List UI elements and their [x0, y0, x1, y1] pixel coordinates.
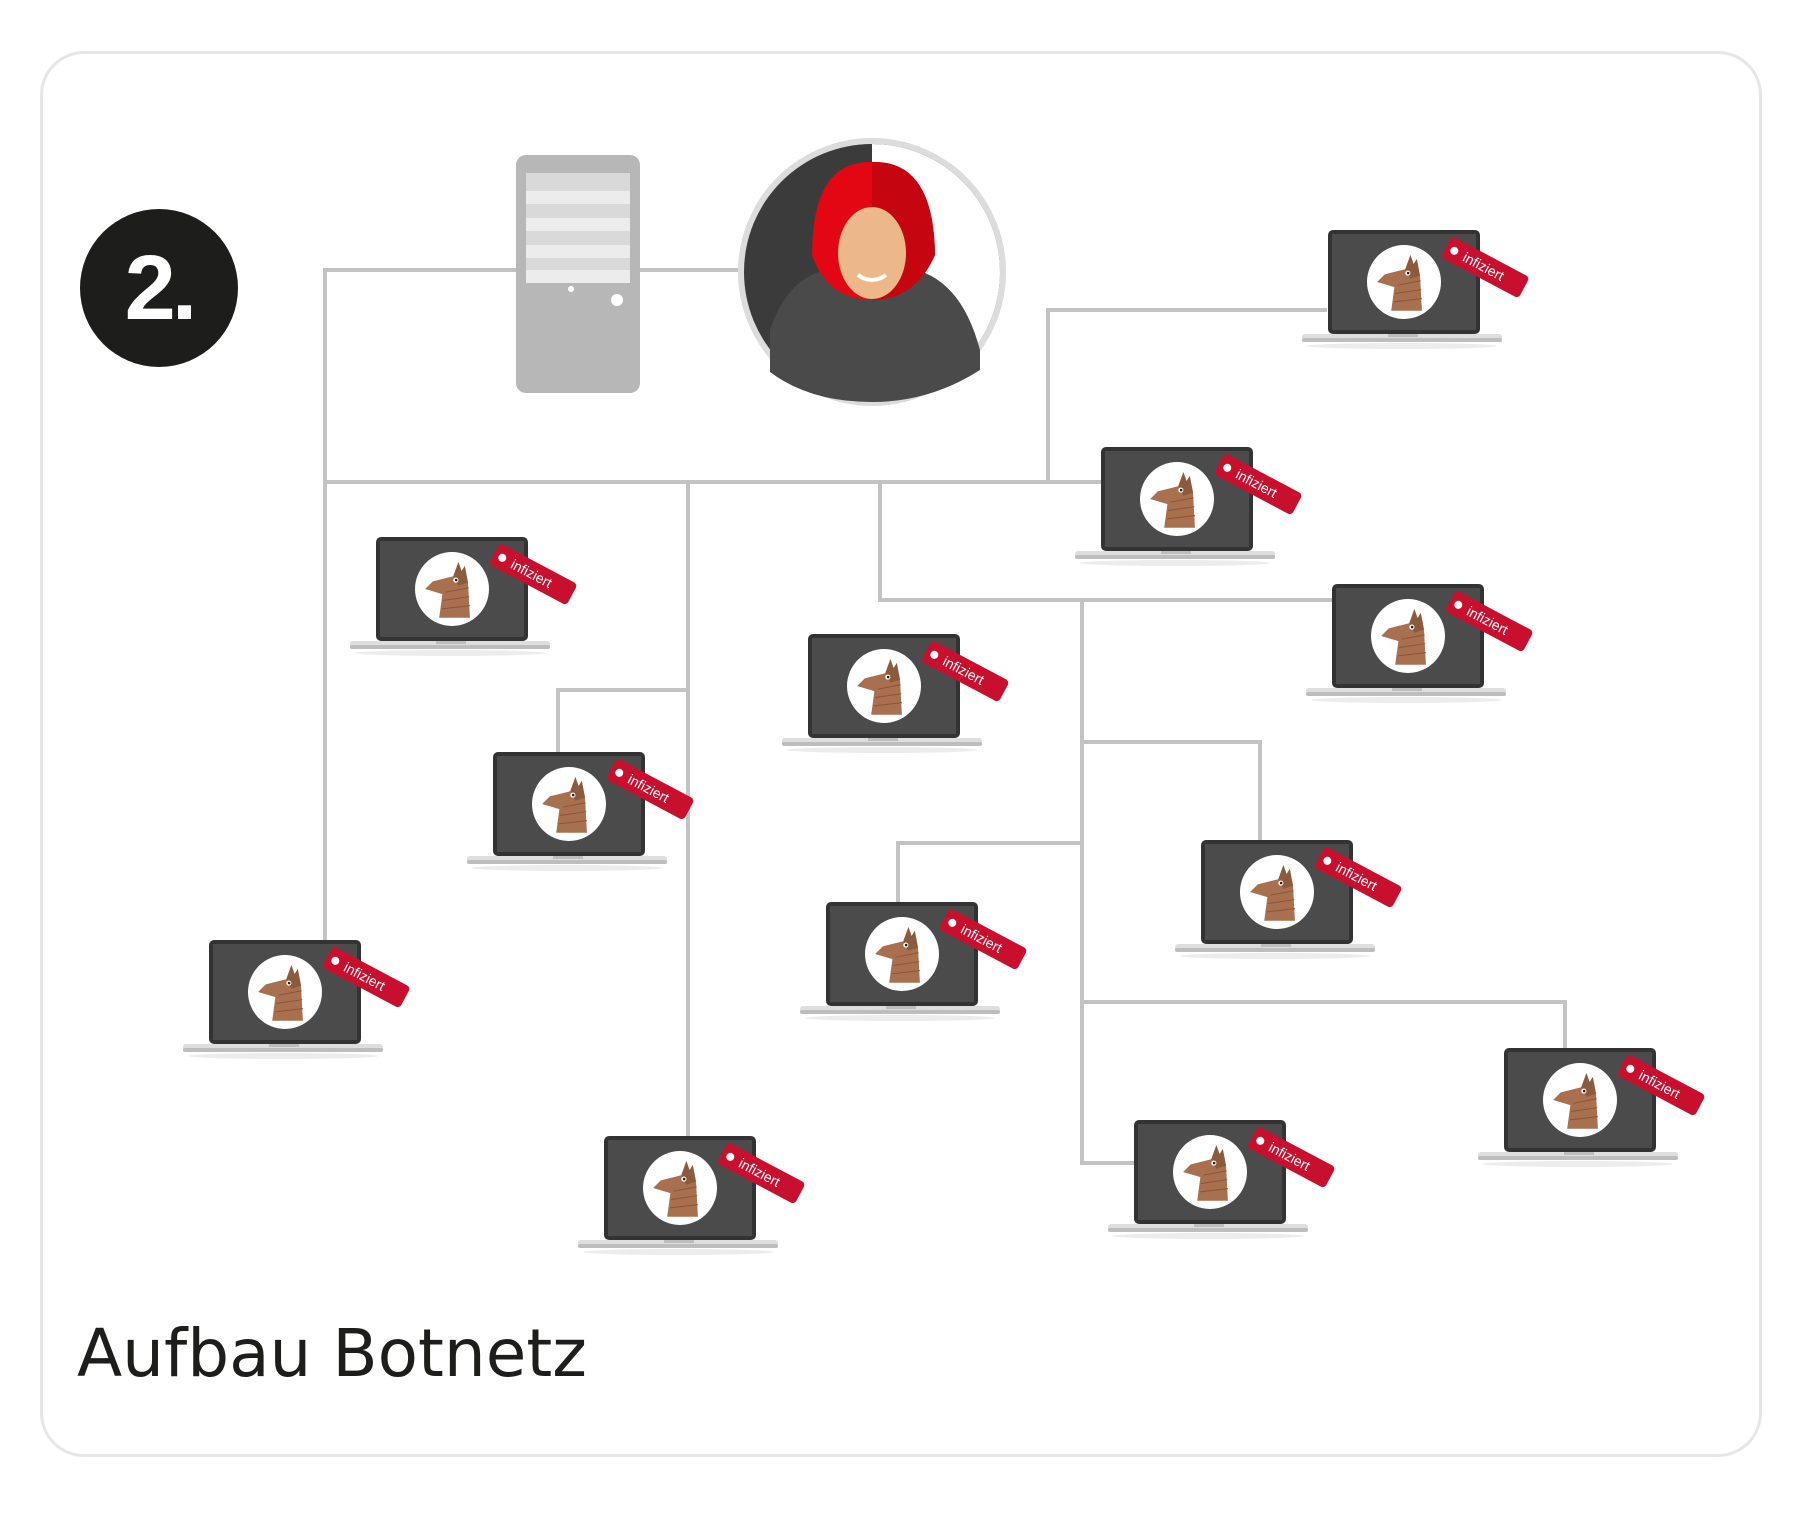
server-tower-icon [516, 155, 640, 393]
infected-tag: infiziert [1248, 1127, 1335, 1188]
infected-laptop: infiziert [578, 1136, 805, 1255]
infected-laptop: infiziert [1075, 447, 1302, 566]
infected-laptop: infiziert [800, 902, 1027, 1021]
network-connections [323, 268, 1567, 1165]
infected-tag: infiziert [1215, 454, 1302, 515]
infected-laptop: infiziert [1478, 1048, 1705, 1167]
infected-laptop: infiziert [1108, 1120, 1335, 1239]
bot-network: infiziert infiziert infiziert infiziert infi… [183, 230, 1705, 1255]
diagram-caption: Aufbau Botnetz [77, 1315, 587, 1392]
infected-laptop: infiziert [1306, 584, 1533, 703]
hooded-hacker-icon [738, 138, 1006, 406]
infected-tag: infiziert [323, 947, 410, 1008]
infected-laptop: infiziert [183, 940, 410, 1059]
infected-laptop: infiziert [467, 752, 694, 871]
infected-laptop: infiziert [1302, 230, 1529, 349]
infected-laptop: infiziert [350, 537, 577, 656]
step-number: 2. [124, 236, 198, 339]
step-number-badge: 2. [80, 209, 238, 367]
infected-laptop: infiziert [782, 634, 1009, 753]
infected-laptop: infiziert [1175, 840, 1402, 959]
